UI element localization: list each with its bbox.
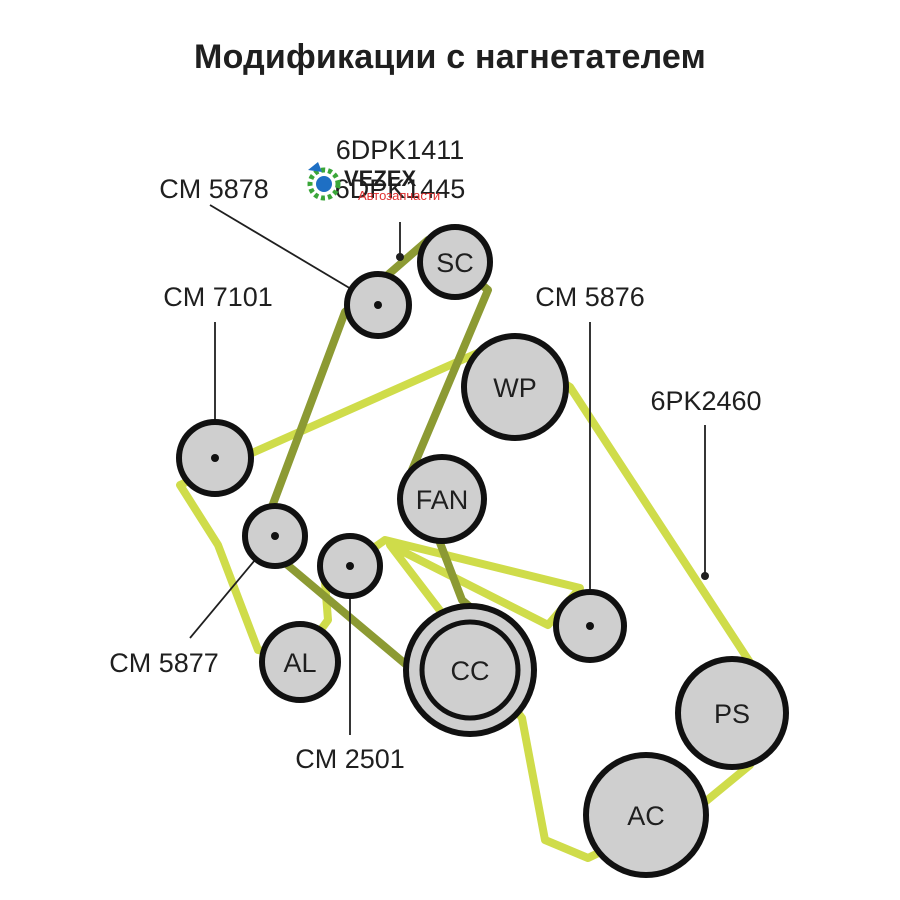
pulley-ac — [583, 752, 709, 878]
pulley-ps — [675, 656, 789, 770]
label-cm5876: CM 5876 — [535, 282, 645, 312]
belt-marker-dot-6dpk — [396, 253, 404, 261]
belt-marker-dots — [396, 253, 709, 580]
pulley-labels: SC WP FAN CC AL PS AC — [283, 248, 750, 831]
pulley-label-wp: WP — [493, 373, 537, 403]
idler-center-cm5876 — [586, 622, 594, 630]
idler-center-cm5877 — [271, 532, 279, 540]
label-cm5877: CM 5877 — [109, 648, 219, 678]
pulley-cc-inner — [419, 619, 521, 721]
pulley-label-ps: PS — [714, 699, 750, 729]
watermark-brand: VEZEX — [344, 166, 416, 191]
pulleys — [176, 224, 789, 878]
watermark-logo: VEZEX Автозапчасти — [307, 162, 440, 203]
label-cm5878: CM 5878 — [159, 174, 269, 204]
pulley-sc — [417, 224, 493, 300]
watermark-sub: Автозапчасти — [358, 188, 440, 203]
pulley-al — [259, 621, 341, 703]
label-6dpk1445: 6DPK1445 — [335, 174, 466, 204]
pulley-label-fan: FAN — [416, 485, 469, 515]
label-6pk2460: 6PK2460 — [650, 386, 761, 416]
pulley-wp — [461, 333, 569, 441]
pulley-label-sc: SC — [436, 248, 474, 278]
belt-marker-dot-6pk2460 — [701, 572, 709, 580]
page-title: Модификации с нагнетателем — [194, 38, 706, 76]
pulley-fan — [397, 454, 487, 544]
pulley-label-cc: CC — [451, 656, 490, 686]
idler-centers — [211, 301, 594, 630]
pulley-label-al: AL — [283, 648, 316, 678]
label-cm7101: CM 7101 — [163, 282, 273, 312]
idler-center-cm5878 — [374, 301, 382, 309]
gear-wrench-logo-icon — [307, 162, 341, 201]
idler-center-cm2501 — [346, 562, 354, 570]
idler-center-cm7101 — [211, 454, 219, 462]
label-6dpk1411: 6DPK1411 — [336, 135, 465, 165]
pulley-label-ac: AC — [627, 801, 665, 831]
label-cm2501: CM 2501 — [295, 744, 405, 774]
part-labels: 6DPK1411 6DPK1445 CM 5878 CM 7101 CM 587… — [109, 135, 761, 774]
